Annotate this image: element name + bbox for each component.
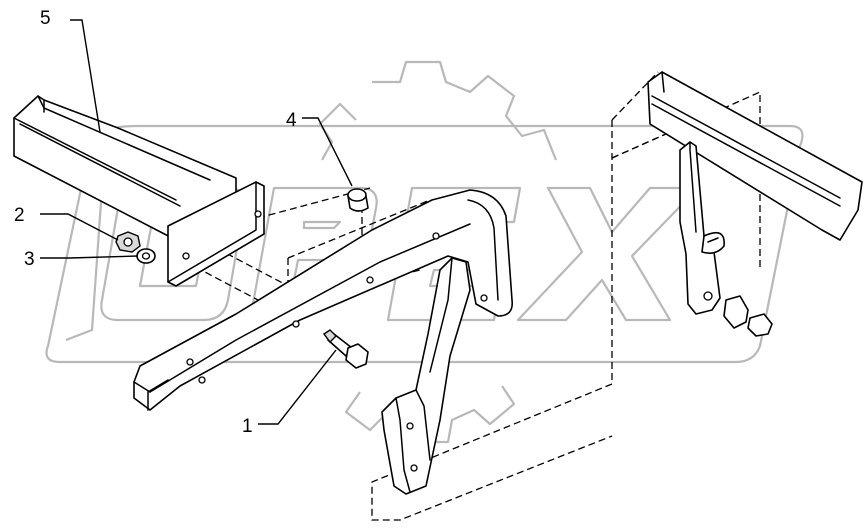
callout-3: 3 xyxy=(24,249,35,270)
beam-with-plate xyxy=(13,95,265,287)
leader-5 xyxy=(70,19,101,133)
support-bracket xyxy=(381,257,471,495)
leader-3 xyxy=(40,255,139,259)
leader-4 xyxy=(302,117,353,187)
leader-lines xyxy=(40,19,353,425)
right-mounting-assembly xyxy=(647,71,863,337)
bracket-arm xyxy=(133,189,514,411)
nut xyxy=(115,231,141,253)
bushing xyxy=(347,188,369,212)
callout-4: 4 xyxy=(286,110,297,131)
callout-2: 2 xyxy=(14,205,25,226)
bolt xyxy=(322,329,369,369)
washer xyxy=(136,248,156,264)
callout-5: 5 xyxy=(40,8,51,29)
callout-1: 1 xyxy=(242,416,253,437)
leader-1 xyxy=(258,349,337,425)
leader-2 xyxy=(40,213,119,241)
